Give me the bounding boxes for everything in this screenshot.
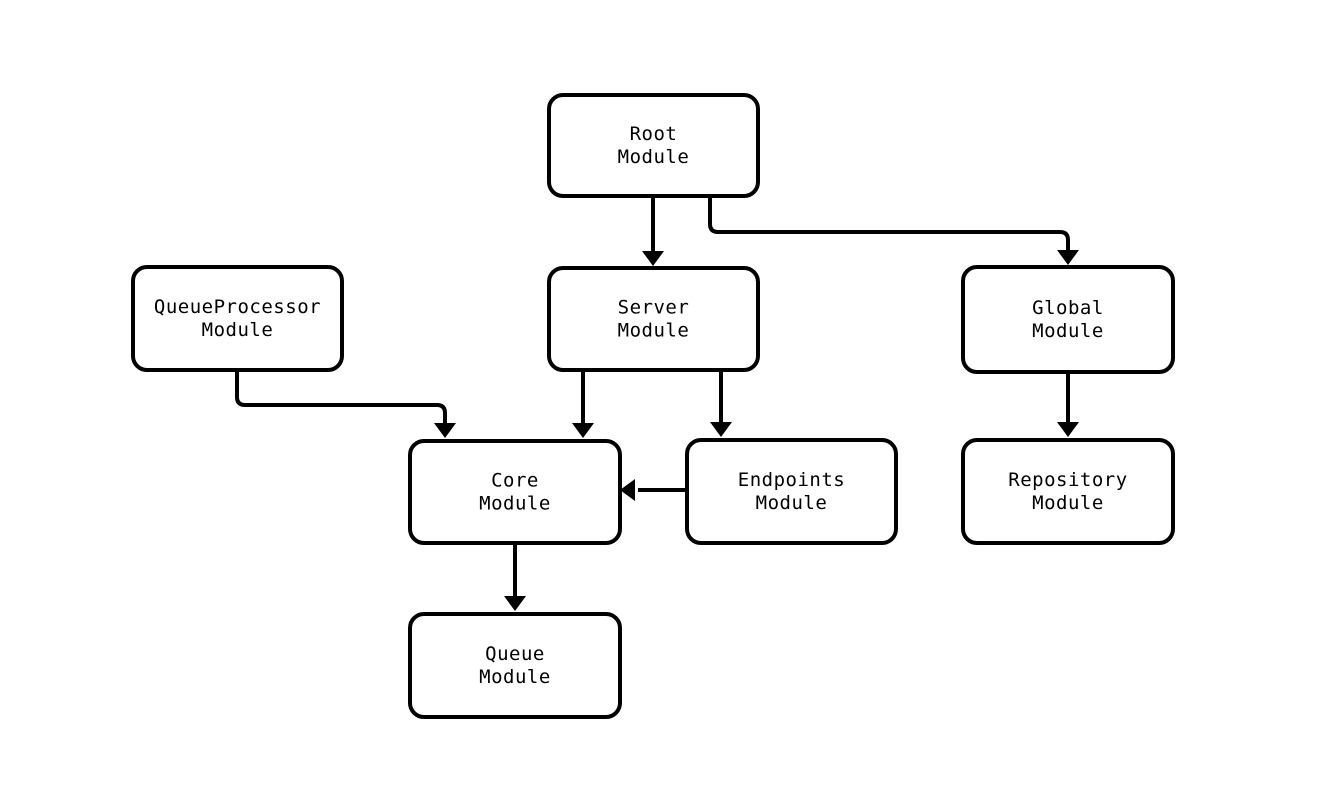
repository-module-node-label-line1: Repository bbox=[1008, 469, 1127, 491]
queueprocessor-module-node-label-line2: Module bbox=[202, 319, 274, 341]
queueprocessor-module-node-shape[interactable] bbox=[131, 265, 344, 372]
server-module-node-label-line1: Server bbox=[618, 297, 690, 319]
queue-module-node-label-line2: Module bbox=[479, 666, 551, 688]
endpoints-module-node-label-line2: Module bbox=[756, 492, 828, 514]
global-module-node-shape[interactable] bbox=[961, 265, 1175, 374]
edge-server-to-core-arrowhead bbox=[572, 423, 594, 438]
edge-server-to-endpoints bbox=[710, 370, 732, 437]
queueprocessor-module-node-label-line1: QueueProcessor bbox=[154, 296, 321, 318]
edge-global-to-repository-arrowhead bbox=[1057, 422, 1079, 437]
queue-module-node-shape[interactable] bbox=[408, 612, 622, 719]
root-module-node-label-line1: Root bbox=[630, 123, 678, 145]
edge-queueprocessor-to-core bbox=[235, 370, 456, 438]
root-module-node-label-line2: Module bbox=[618, 146, 690, 168]
edge-endpoints-to-core bbox=[620, 479, 687, 501]
endpoints-module-node-shape[interactable] bbox=[685, 438, 898, 545]
endpoints-module-node-label-line1: Endpoints bbox=[738, 469, 845, 491]
global-module-node-label-line1: Global bbox=[1032, 297, 1104, 319]
edge-root-to-global bbox=[708, 196, 1079, 265]
repository-module-node-shape[interactable] bbox=[961, 438, 1175, 545]
edge-root-to-server bbox=[642, 196, 664, 266]
core-module-node-label-line1: Core bbox=[491, 470, 539, 492]
server-module-node-label-line2: Module bbox=[618, 320, 690, 342]
edge-server-to-core bbox=[572, 370, 594, 438]
queue-module-node-label-line1: Queue bbox=[485, 643, 545, 665]
edge-global-to-repository bbox=[1057, 372, 1079, 437]
core-module-node-shape[interactable] bbox=[408, 439, 622, 545]
edge-queueprocessor-to-core-arrowhead bbox=[434, 423, 456, 438]
server-module-node-shape[interactable] bbox=[547, 266, 760, 372]
core-module-node-label-line2: Module bbox=[479, 493, 551, 515]
edge-queueprocessor-to-core-line bbox=[235, 370, 447, 425]
edge-server-to-endpoints-arrowhead bbox=[710, 422, 732, 437]
edge-layer bbox=[235, 196, 1079, 611]
edge-endpoints-to-core-arrowhead bbox=[620, 479, 635, 501]
repository-module-node-label-line2: Module bbox=[1032, 492, 1104, 514]
edge-core-to-queue-arrowhead bbox=[504, 596, 526, 611]
node-layer: RootModuleQueueProcessorModuleServerModu… bbox=[131, 93, 1175, 719]
edge-root-to-global-arrowhead bbox=[1057, 250, 1079, 265]
global-module-node-label-line2: Module bbox=[1032, 320, 1104, 342]
edge-root-to-global-line bbox=[708, 196, 1070, 252]
edge-core-to-queue bbox=[504, 543, 526, 611]
edge-root-to-server-arrowhead bbox=[642, 251, 664, 266]
root-module-node-shape[interactable] bbox=[547, 93, 760, 198]
